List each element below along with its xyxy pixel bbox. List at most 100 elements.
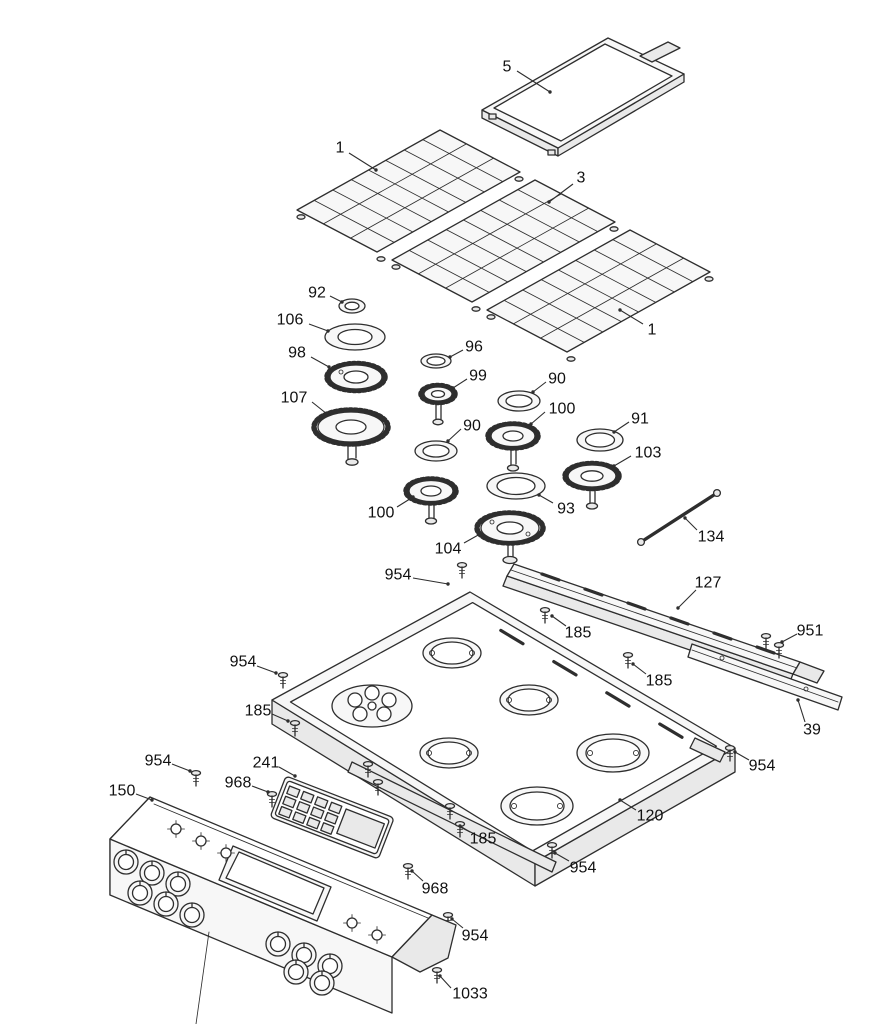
callout-leader-106-5 <box>308 323 329 332</box>
part-burner-cap-96 <box>420 353 452 369</box>
part-control-panel-150 <box>109 796 457 1024</box>
callout-leader-134-18 <box>684 517 698 531</box>
part-rod-134 <box>636 488 722 547</box>
callout-leader-954-31 <box>734 751 750 761</box>
part-label-134-18: 134 <box>698 529 725 546</box>
part-label-185-25: 185 <box>245 703 272 720</box>
callout-dot-185-24 <box>631 662 635 666</box>
part-label-1-3: 1 <box>648 322 657 339</box>
callout-leader-185-21 <box>551 615 567 627</box>
part-burner-100-rear <box>485 421 541 472</box>
callout-leader-5-0 <box>516 70 551 93</box>
callout-dot-96-8 <box>448 355 452 359</box>
callout-leader-954-23 <box>256 665 277 674</box>
diagram-artwork <box>109 37 843 1024</box>
callout-dot-5-0 <box>548 90 552 94</box>
callout-dot-185-33 <box>458 824 462 828</box>
part-label-120-32: 120 <box>637 808 664 825</box>
callout-dot-99-9 <box>451 386 455 390</box>
part-label-127-20: 127 <box>695 575 722 592</box>
cooktop-burner-opening-left <box>331 684 413 728</box>
callout-leader-185-24 <box>632 663 647 675</box>
callout-dot-134-18 <box>683 516 687 520</box>
part-cooktop-120 <box>271 591 736 887</box>
callout-dot-954-31 <box>733 750 737 754</box>
part-label-100-15: 100 <box>368 505 395 522</box>
part-label-39-26: 39 <box>803 722 821 739</box>
callout-dot-91-12 <box>612 430 616 434</box>
callout-leader-103-14 <box>613 455 632 467</box>
callout-dot-1-3 <box>618 308 622 312</box>
part-label-3-2: 3 <box>577 170 586 187</box>
callout-leader-104-17 <box>463 533 481 544</box>
callout-dot-954-27 <box>188 769 192 773</box>
callout-dot-107-7 <box>325 412 329 416</box>
callout-dot-104-17 <box>478 532 482 536</box>
callout-dot-954-19 <box>446 582 450 586</box>
callout-leader-954-34 <box>554 852 570 862</box>
callout-dot-120-32 <box>618 798 622 802</box>
part-burner-ring-106 <box>324 323 386 351</box>
screw-185-a <box>539 606 551 624</box>
callout-leader-954-19 <box>412 577 449 585</box>
control-knob <box>127 880 153 906</box>
part-burner-base-107 <box>311 407 391 466</box>
callout-leader-954-36 <box>451 918 464 929</box>
cooktop-burner-opening-middle <box>499 684 559 716</box>
callout-dot-1-1 <box>374 168 378 172</box>
callout-leader-1-1 <box>348 152 377 171</box>
part-label-954-23: 954 <box>230 654 257 671</box>
callout-leader-120-32 <box>619 799 637 811</box>
panel-end-bracket <box>391 914 457 973</box>
part-control-board-241 <box>270 776 394 859</box>
part-label-241-28: 241 <box>253 755 280 772</box>
part-label-968-29: 968 <box>225 775 252 792</box>
callout-leader-951-22 <box>781 633 798 643</box>
part-label-98-6: 98 <box>288 345 306 362</box>
part-label-185-24: 185 <box>646 673 673 690</box>
callout-dot-968-35 <box>410 869 414 873</box>
callout-leader-241-28 <box>278 766 296 777</box>
callout-dot-90-10 <box>531 390 535 394</box>
part-label-90-13: 90 <box>463 418 481 435</box>
callout-leader-107-7 <box>311 401 328 415</box>
part-label-951-22: 951 <box>797 623 824 640</box>
cooktop-burner-opening-front <box>500 786 574 826</box>
part-ignitor-cap-92 <box>338 298 366 314</box>
callout-leader-92-4 <box>329 295 343 303</box>
part-burner-cap-90-rear <box>497 390 541 412</box>
part-burner-cap-90-front <box>414 440 458 462</box>
part-label-90-10: 90 <box>548 371 566 388</box>
part-label-103-14: 103 <box>635 445 662 462</box>
callout-leader-127-20 <box>677 589 697 609</box>
part-label-93-16: 93 <box>557 501 575 518</box>
griddle-handle <box>639 41 681 63</box>
part-side-trim-39 <box>687 643 843 711</box>
front-manifold <box>347 761 557 873</box>
callout-dot-951-22 <box>780 640 784 644</box>
callout-dot-100-11 <box>529 422 533 426</box>
part-label-99-9: 99 <box>469 368 487 385</box>
callout-dot-150-30 <box>150 798 154 802</box>
part-label-954-31: 954 <box>749 758 776 775</box>
part-burner-103 <box>562 460 622 510</box>
part-label-1-1: 1 <box>336 140 345 157</box>
callout-dot-3-2 <box>547 200 551 204</box>
part-grate-center <box>391 179 619 312</box>
panel-edge-line <box>195 931 210 1024</box>
part-burner-99 <box>418 382 458 426</box>
callout-dot-100-15 <box>411 495 415 499</box>
callout-leader-90-13 <box>447 428 462 442</box>
callout-leader-96-8 <box>449 349 464 358</box>
control-knob <box>153 891 179 917</box>
part-label-91-12: 91 <box>631 411 649 428</box>
screw-951-a <box>760 632 772 650</box>
part-burner-head-98 <box>324 360 388 394</box>
part-label-5-0: 5 <box>503 59 512 76</box>
part-label-954-19: 954 <box>385 567 412 584</box>
callout-dot-954-36 <box>450 917 454 921</box>
part-label-92-4: 92 <box>308 285 326 302</box>
part-label-150-30: 150 <box>109 783 136 800</box>
cooktop-burner-opening-rear <box>422 637 482 669</box>
